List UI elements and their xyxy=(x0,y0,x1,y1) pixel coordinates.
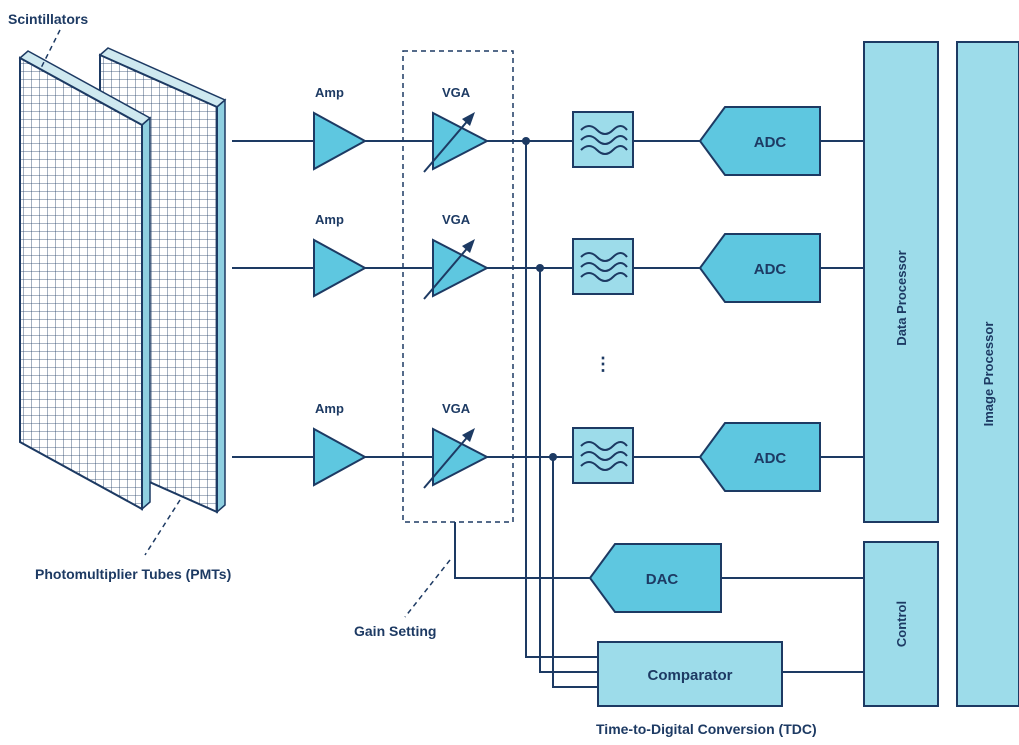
vga-triangle xyxy=(432,111,490,171)
junction-dot xyxy=(536,264,544,272)
vga-arrowhead xyxy=(462,428,475,442)
data-processor-block xyxy=(863,41,939,523)
gain-setting-label: Gain Setting xyxy=(354,623,436,639)
adc-label: ADC xyxy=(754,261,787,278)
signal-wires xyxy=(232,140,864,688)
pmts-leader xyxy=(144,499,181,556)
vga-adjust-arrow xyxy=(423,433,471,489)
image-processor-label: Image Processor xyxy=(981,322,996,427)
junction-dot xyxy=(549,453,557,461)
scintillator-panel-front xyxy=(18,50,152,511)
vga-adjust-arrow xyxy=(423,244,471,300)
amp-label: Amp xyxy=(315,212,344,227)
filter-block xyxy=(572,238,634,295)
ellipsis-label: ⋮ xyxy=(594,354,612,374)
data-processor-label: Data Processor xyxy=(894,250,909,345)
junction-dot xyxy=(522,137,530,145)
control-label: Control xyxy=(894,601,909,647)
comparator-block xyxy=(597,641,783,707)
vga-label: VGA xyxy=(442,401,471,416)
vga-triangle xyxy=(432,238,490,298)
dac-label: DAC xyxy=(646,571,679,588)
dac-block xyxy=(588,543,722,613)
vga-label: VGA xyxy=(442,85,471,100)
amp-label: Amp xyxy=(315,401,344,416)
vga-triangle xyxy=(432,427,490,487)
amp-triangle xyxy=(313,111,368,171)
adc-label: ADC xyxy=(754,450,787,467)
tdc-label: Time-to-Digital Conversion (TDC) xyxy=(596,721,817,737)
gain-setting-leader xyxy=(404,559,451,618)
comparator-label: Comparator xyxy=(647,667,732,684)
vga-arrowhead xyxy=(462,239,475,253)
adc-block xyxy=(698,106,821,176)
vga-adjust-arrow xyxy=(423,117,471,173)
adc-block xyxy=(698,422,821,492)
adc-label: ADC xyxy=(754,134,787,151)
vga-arrowhead xyxy=(462,112,475,126)
amp-triangle xyxy=(313,238,368,298)
scintillators-label: Scintillators xyxy=(8,11,88,27)
vga-label: VGA xyxy=(442,212,471,227)
control-block xyxy=(863,541,939,707)
scintillators-leader xyxy=(39,29,61,71)
adc-block xyxy=(698,233,821,303)
image-processor-block xyxy=(956,41,1019,707)
gain-setting-region xyxy=(402,50,514,523)
amp-label: Amp xyxy=(315,85,344,100)
amp-triangle xyxy=(313,427,368,487)
pmts-label: Photomultiplier Tubes (PMTs) xyxy=(35,566,231,582)
